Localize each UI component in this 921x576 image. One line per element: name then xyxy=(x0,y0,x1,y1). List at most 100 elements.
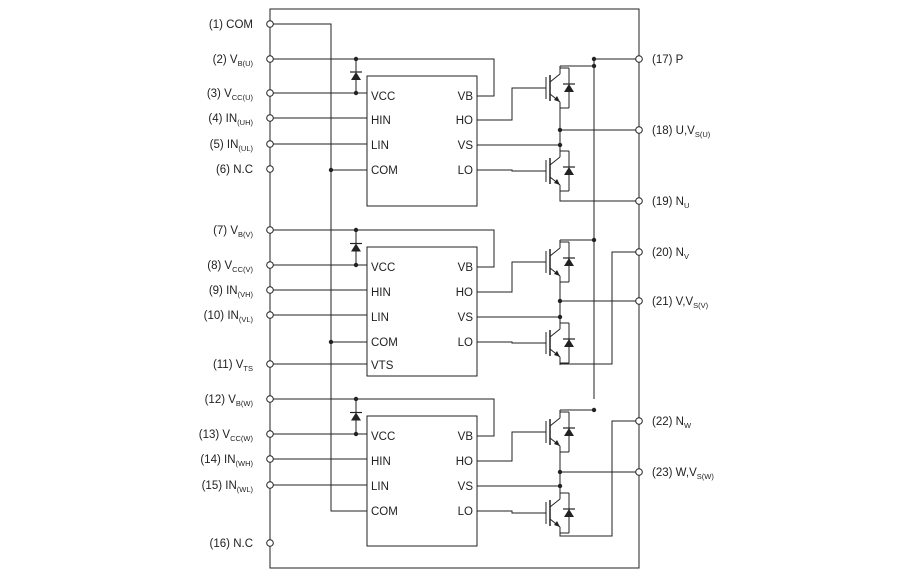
pin-number: (19) xyxy=(652,196,676,208)
igbt-arrow xyxy=(554,440,560,446)
igbt-collector xyxy=(549,73,561,83)
pin-label-com: (1) COM xyxy=(209,19,253,31)
pin-pad xyxy=(266,165,274,173)
pin-name: U,V xyxy=(676,125,696,137)
junction-dot xyxy=(353,431,359,437)
pin-name: IN xyxy=(226,285,238,297)
pin-pad xyxy=(266,286,274,294)
pin-number: (7) xyxy=(213,225,230,237)
pin-name: V,V xyxy=(676,296,694,308)
ic-pin-vcc: VCC xyxy=(371,262,395,274)
igbt-collector xyxy=(549,498,561,508)
pin-pad xyxy=(266,55,274,63)
pin-pad xyxy=(266,20,274,28)
wire-path xyxy=(477,341,546,344)
pin-label-vts: (11) VTS xyxy=(213,359,253,373)
pin-number: (21) xyxy=(652,296,676,308)
pin-name: N xyxy=(676,247,684,259)
ic-pin-ho: HO xyxy=(456,287,473,299)
pin-inwl: (15) IN(WL) xyxy=(202,480,274,494)
wire-path xyxy=(270,58,495,97)
junction-dot xyxy=(557,127,563,133)
pin-subscript: S(W) xyxy=(697,472,715,481)
pin-subscript: (UL) xyxy=(238,144,253,153)
junction-dot xyxy=(557,469,563,475)
igbt-high-1 xyxy=(545,66,575,110)
pin-pad xyxy=(266,430,274,438)
igbt-low-2 xyxy=(545,321,575,365)
pin-vccw: (13) VCC(W) xyxy=(199,429,274,443)
pin-label-vccw: (13) VCC(W) xyxy=(199,429,254,443)
junction-dot xyxy=(591,237,597,243)
pin-pad xyxy=(635,297,643,305)
pin-name: V xyxy=(236,359,244,371)
ic-pin-vcc: VCC xyxy=(371,91,395,103)
diode-triangle xyxy=(351,72,361,80)
pin-name: P xyxy=(676,54,684,66)
ic-pin-vb: VB xyxy=(458,262,474,274)
ic-pin-lin: LIN xyxy=(371,481,389,493)
wire-path xyxy=(477,510,546,514)
pin-number: (8) xyxy=(207,260,224,272)
igbt-collector xyxy=(549,417,561,427)
pin-subscript: (VH) xyxy=(238,290,254,299)
pin-number: (9) xyxy=(209,285,226,297)
junction-dot xyxy=(557,298,563,304)
pin-subscript: V xyxy=(684,252,689,261)
pin-number: (10) xyxy=(204,310,228,322)
pin-label-invl: (10) IN(VL) xyxy=(204,310,254,324)
igbt-high-3 xyxy=(545,410,575,454)
pin-invl: (10) IN(VL) xyxy=(204,310,274,324)
igbt-switches xyxy=(545,66,575,535)
pin-vccu: (3) VCC(U) xyxy=(207,88,274,102)
pin-number: (15) xyxy=(202,480,226,492)
ic-body xyxy=(366,75,478,207)
pin-pad xyxy=(266,539,274,547)
pin-vbv: (7) VB(V) xyxy=(213,225,274,239)
pin-w: (23) W,VS(W) xyxy=(635,467,714,481)
pin-v: (21) V,VS(V) xyxy=(635,296,709,310)
ic-pin-vs: VS xyxy=(458,140,474,152)
pin-number: (4) xyxy=(208,113,225,125)
igbt-arrow xyxy=(554,179,560,185)
pin-pad xyxy=(266,226,274,234)
pin-name: IN xyxy=(226,113,238,125)
pin-pad xyxy=(266,481,274,489)
pin-label-u: (18) U,VS(U) xyxy=(652,125,711,139)
ic-pin-hin: HIN xyxy=(371,287,391,299)
pin-pad xyxy=(266,89,274,97)
pin-vts: (11) VTS xyxy=(213,359,274,373)
bootstrap-diode-2 xyxy=(350,242,362,252)
wire-path xyxy=(477,431,546,462)
pin-label-vbv: (7) VB(V) xyxy=(213,225,253,239)
ic-pin-vb: VB xyxy=(458,431,474,443)
bootstrap-diode-1 xyxy=(350,71,362,80)
pin-subscript: CC(V) xyxy=(232,265,253,274)
pin-label-inwh: (14) IN(WH) xyxy=(200,454,253,468)
pin-number: (3) xyxy=(207,88,224,100)
pin-label-w: (23) W,VS(W) xyxy=(652,467,714,481)
pin-pad xyxy=(266,395,274,403)
pin-name: V xyxy=(224,88,232,100)
igbt-arrow xyxy=(554,270,560,276)
pin-invh: (9) IN(VH) xyxy=(209,285,274,299)
igbt-low-3 xyxy=(545,491,575,535)
ic-pin-lin: LIN xyxy=(371,312,389,324)
wire-path xyxy=(270,23,367,512)
ic-pin-ho: HO xyxy=(456,456,473,468)
fwd-triangle xyxy=(564,84,574,92)
pin-vbw: (12) VB(W) xyxy=(205,394,274,408)
bootstrap-diode-3 xyxy=(350,411,362,421)
igbt-collector xyxy=(549,247,561,257)
pin-subscript: (VL) xyxy=(239,315,254,324)
pin-label-nw: (22) NW xyxy=(652,416,692,430)
wire-path xyxy=(270,398,495,437)
pin-name: N xyxy=(676,196,684,208)
pin-name: COM xyxy=(226,19,253,31)
pin-number: (18) xyxy=(652,125,676,137)
ic-body xyxy=(366,415,478,547)
pin-number: (16) xyxy=(210,538,234,550)
diode-triangle xyxy=(351,412,361,421)
